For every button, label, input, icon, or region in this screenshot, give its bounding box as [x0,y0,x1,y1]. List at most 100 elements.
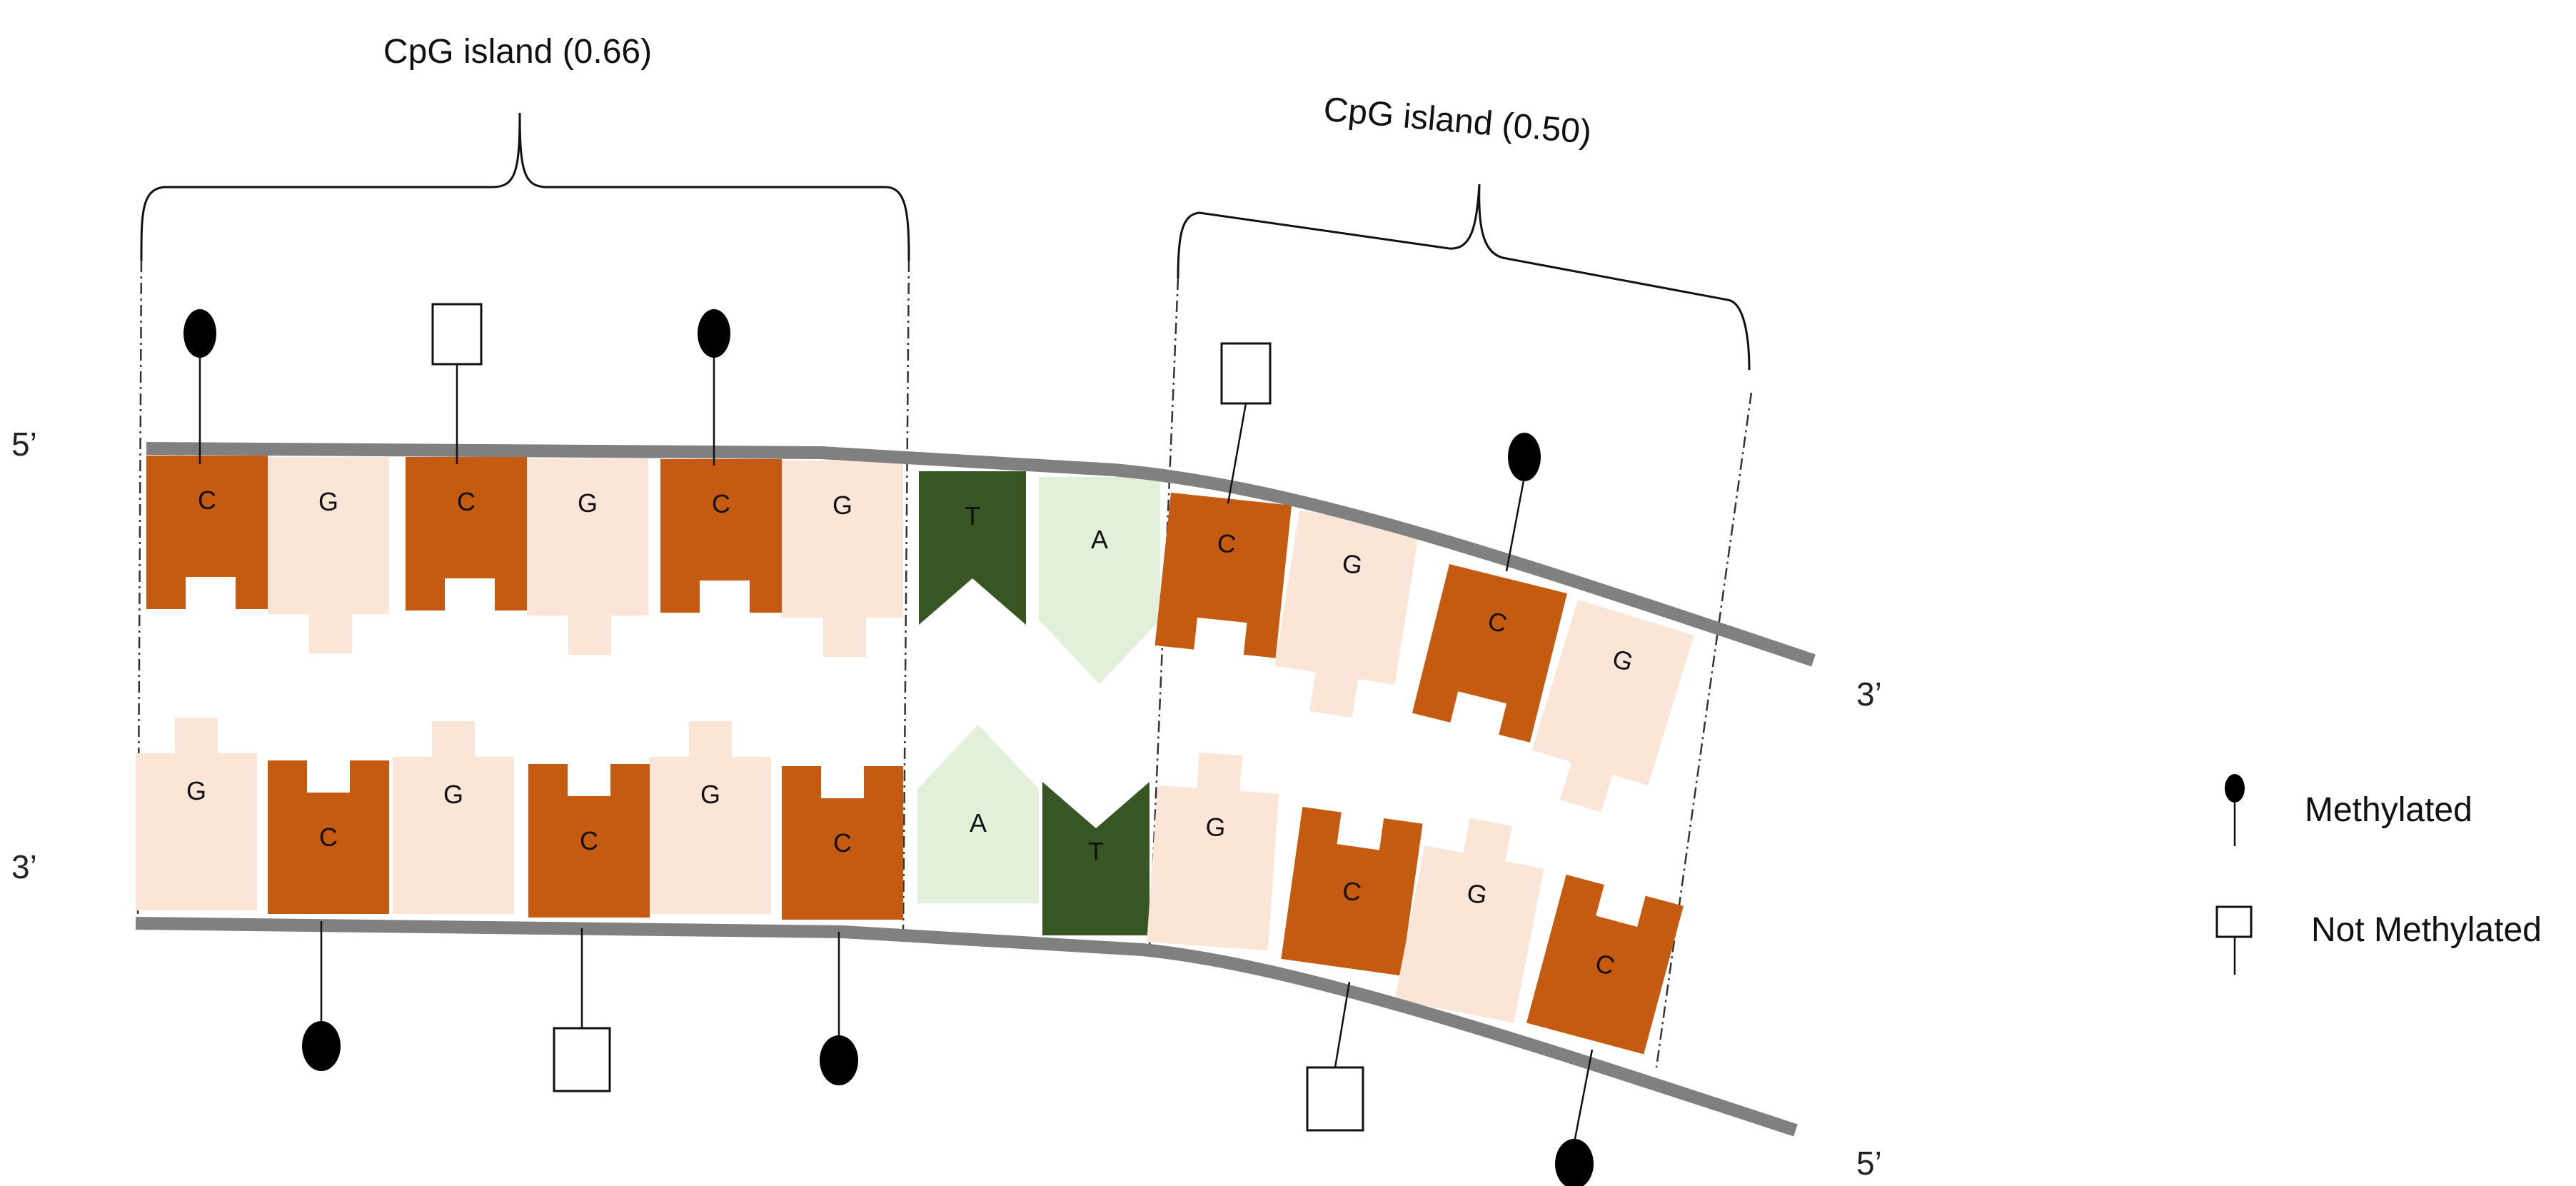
top-base-5-letter: C [712,489,730,518]
top-marker-5-methylated-icon [1508,433,1541,481]
top-base-12-G: G [1531,600,1694,813]
top-base-1-shape [146,456,268,609]
bottom-base-11-shape [1394,818,1544,1023]
top-marker-2-not-methylated [431,303,483,464]
top-base-5-C: C [660,459,782,613]
top-marker-4-stem [1227,403,1247,504]
bottom-base-1-letter: G [186,776,206,805]
bottom-base-7-A: A [917,725,1039,903]
top-base-7-T: T [919,471,1026,625]
bottom-base-12-C: C [1526,874,1684,1055]
bottom-base-6-C: C [782,766,903,920]
bottom-marker-5-methylated-icon [1555,1139,1594,1186]
top-base-8-shape [1039,477,1160,684]
top-base-4-letter: G [578,488,598,518]
top-marker-4-not-methylated [1220,342,1272,504]
bottom-marker-4-stem [1334,981,1351,1068]
top-base-10-G: G [1274,511,1419,718]
top-base-3-C: C [406,457,527,610]
top-base-10-shape [1274,511,1419,718]
top-base-12-shape [1531,600,1694,813]
top-base-1-C: C [146,456,268,609]
bottom-base-1-shape [136,718,257,910]
bottom-base-11-G: G [1394,818,1544,1023]
bottom-marker-2-not-methylated [553,928,611,1092]
top-base-6-letter: G [832,491,852,520]
bottom-strand-5prime-label: 5’ [1856,1145,1882,1182]
legend-not-methylated-icon [2215,905,2253,938]
top-base-4-shape [527,458,648,655]
bottom-base-4-shape [528,764,650,918]
top-base-7-letter: T [965,501,980,531]
bottom-marker-2-not-methylated-icon [553,1027,611,1092]
legend-methylated-label: Methylated [2305,791,2472,829]
bottom-base-2-C: C [268,760,389,914]
bottom-base-8-letter: T [1088,837,1104,866]
bottom-base-4-C: C [528,764,650,918]
island2-label: CpG island (0.50) [1322,91,1593,152]
bottom-base-5-shape [650,721,771,914]
bottom-marker-3-methylated [820,932,858,1085]
bottom-base-5-G: G [650,721,771,914]
bottom-base-3-letter: G [443,780,463,809]
top-base-6-G: G [782,461,903,657]
bottom-base-6-letter: C [833,828,852,858]
bottom-base-6-shape [782,766,903,920]
legend-not-methylated-label: Not Methylated [2311,911,2542,949]
top-base-3-shape [406,457,527,610]
island2-brace [1177,184,1751,371]
bottom-base-3-shape [393,721,514,914]
top-base-4-G: G [527,458,648,655]
top-marker-2-not-methylated-icon [431,303,483,366]
bottom-strand-3prime-label: 3’ [11,848,37,885]
bottom-base-8-shape [1042,782,1149,935]
top-base-11-shape [1412,564,1567,743]
top-marker-5-stem [1505,476,1526,572]
top-base-1-letter: C [198,486,216,515]
top-base-9-C: C [1154,493,1292,658]
top-marker-1-methylated-icon [183,309,216,358]
bottom-base-10-C: C [1281,806,1423,976]
bottom-base-3-G: G [393,721,514,914]
bottom-base-5-letter: G [700,780,720,809]
top-marker-1-methylated [183,309,216,464]
top-strand-3prime-label: 3’ [1856,675,1882,713]
top-base-8-letter: A [1091,525,1108,554]
legend-methylated-icon [2225,774,2245,803]
bottom-marker-1-methylated-icon [302,1021,341,1071]
top-strand-5prime-label: 5’ [11,426,37,463]
bottom-marker-1-methylated [302,921,341,1071]
top-base-8-A: A [1039,477,1160,684]
bottom-base-9-letter: G [1204,812,1227,843]
top-base-2-G: G [268,457,389,653]
island1-brace [140,112,910,261]
bottom-base-12-shape [1526,874,1684,1055]
bottom-base-2-letter: C [319,823,338,852]
top-base-9-shape [1154,493,1292,658]
bottom-base-10-shape [1281,806,1423,976]
bottom-base-1-G: G [136,718,257,910]
top-marker-4-not-methylated-icon [1220,342,1272,405]
bottom-base-7-shape [917,725,1039,903]
top-marker-5-methylated [1505,433,1541,572]
legend: Methylated Not Methylated [2215,774,2542,975]
bottom-marker-5-methylated [1555,1049,1594,1186]
bottom-base-9-G: G [1147,752,1279,951]
bottom-base-8-T: T [1042,782,1149,935]
top-base-7-shape [919,471,1026,625]
top-base-6-shape [782,461,903,657]
island2-right-boundary [1655,392,1753,1068]
methylation-markers [183,303,1594,1186]
top-marker-3-methylated [698,309,730,466]
top-marker-3-methylated-icon [698,309,730,358]
top-base-2-shape [268,457,389,653]
bottom-marker-3-methylated-icon [820,1035,858,1085]
bottom-strand-backbone [135,917,1798,1137]
top-base-5-shape [660,459,782,613]
bottom-base-10-letter: C [1341,875,1363,907]
top-base-11-C: C [1412,564,1567,743]
top-base-2-letter: G [318,487,338,516]
